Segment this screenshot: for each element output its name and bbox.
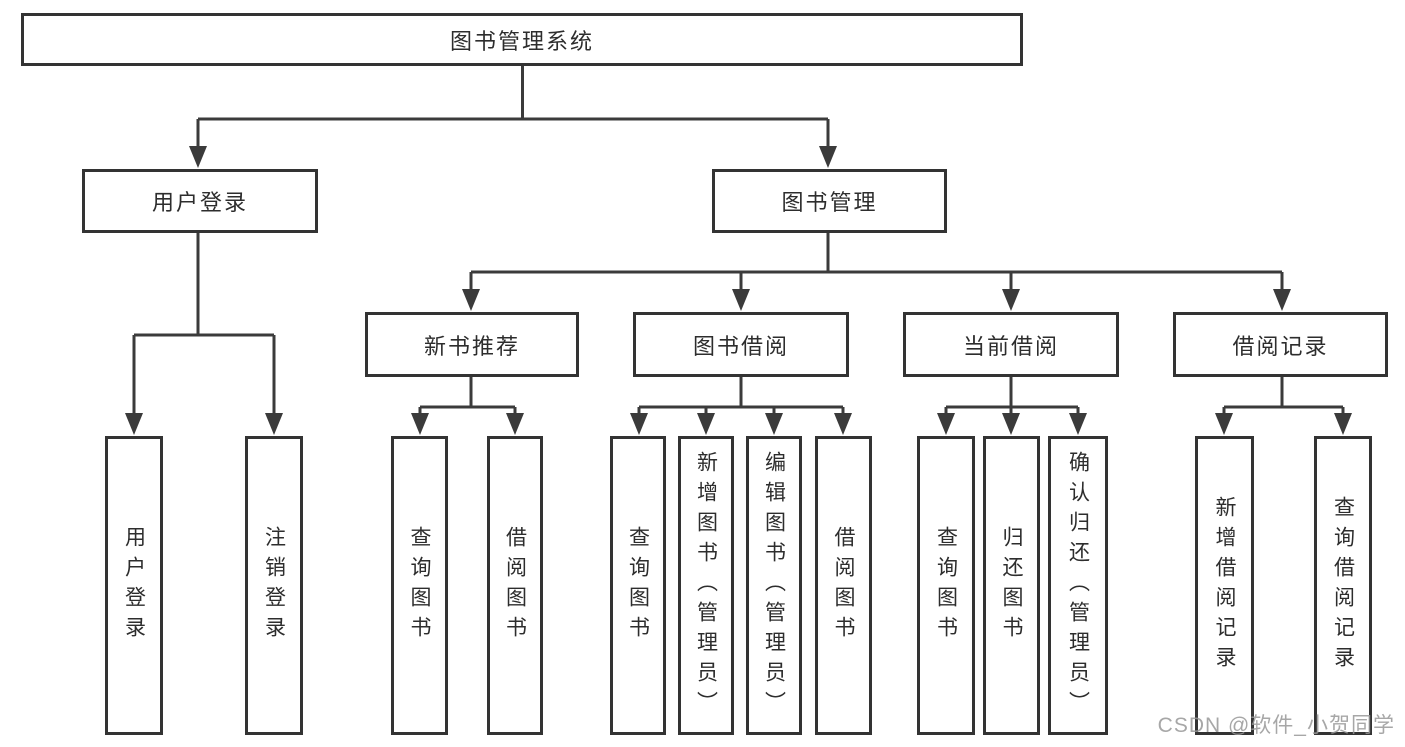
node-label: 编辑图书（管理员）: [762, 450, 786, 721]
leaf-add-borrow-record: 新增借阅记录: [1195, 436, 1254, 735]
node-label: 图书借阅: [692, 333, 789, 359]
arrow-icon: [819, 146, 837, 168]
watermark: CSDN @软件_小贺同学: [1157, 714, 1395, 737]
node-book-borrowing: 图书借阅: [633, 312, 849, 377]
node-current-borrowing: 当前借阅: [903, 312, 1119, 377]
node-label: 图书管理: [781, 190, 878, 215]
connector-book-management: [469, 233, 1284, 292]
connector-user-login: [132, 233, 276, 416]
node-label: 确认归还（管理员）: [1066, 450, 1090, 721]
node-label: 查询图书: [626, 525, 650, 646]
connector-current-borrowing: [944, 377, 1080, 416]
node-root: 图书管理系统: [21, 13, 1023, 66]
node-label: 当前借阅: [962, 333, 1059, 359]
arrow-icon: [1215, 413, 1233, 435]
arrow-icon: [765, 413, 783, 435]
node-borrowing-records: 借阅记录: [1173, 312, 1388, 377]
leaf-borrow-books-recommend: 借阅图书: [487, 436, 543, 735]
arrow-icon: [937, 413, 955, 435]
node-label: 查询图书: [408, 525, 431, 646]
arrow-icon: [125, 413, 143, 435]
arrow-icon: [1273, 289, 1291, 311]
arrow-icon: [506, 413, 524, 435]
arrow-icon: [1002, 413, 1020, 435]
connector-root: [196, 66, 830, 150]
node-label: 借阅记录: [1232, 333, 1329, 359]
node-label: 查询图书: [934, 525, 958, 646]
leaf-query-books-recommend: 查询图书: [391, 436, 448, 735]
arrow-icon: [1334, 413, 1352, 435]
leaf-query-borrow-record: 查询借阅记录: [1314, 436, 1372, 735]
node-book-management: 图书管理: [712, 169, 947, 233]
leaf-query-books-current: 查询图书: [917, 436, 975, 735]
leaf-query-books-borrowing: 查询图书: [610, 436, 666, 735]
arrow-icon: [411, 413, 429, 435]
node-user-login: 用户登录: [82, 169, 318, 233]
arrow-icon: [697, 413, 715, 435]
arrow-icon: [1002, 289, 1020, 311]
arrow-icon: [630, 413, 648, 435]
connector-book-borrowing: [637, 377, 845, 416]
node-label: 注销登录: [262, 525, 286, 646]
arrow-icon: [834, 413, 852, 435]
arrow-icon: [189, 146, 207, 168]
connector-borrowing-records: [1222, 377, 1345, 416]
node-label: 新书推荐: [423, 333, 520, 359]
node-label: 借阅图书: [832, 525, 855, 646]
node-label: 图书管理系统: [449, 28, 594, 54]
arrowheads: [125, 146, 1352, 435]
node-label: 归还图书: [1000, 525, 1023, 646]
leaf-logout: 注销登录: [245, 436, 303, 735]
arrow-icon: [462, 289, 480, 311]
leaf-return-books: 归还图书: [983, 436, 1040, 735]
node-label: 借阅图书: [503, 525, 527, 646]
node-label: 用户登录: [122, 525, 146, 646]
arrow-icon: [265, 413, 283, 435]
leaf-borrow-books-borrowing: 借阅图书: [815, 436, 872, 735]
connector-new-book: [418, 377, 517, 416]
node-new-book-recommendation: 新书推荐: [365, 312, 579, 377]
leaf-confirm-return-admin: 确认归还（管理员）: [1048, 436, 1108, 735]
leaf-add-books-admin: 新增图书（管理员）: [678, 436, 734, 735]
node-label: 新增图书（管理员）: [694, 450, 718, 721]
leaf-user-login: 用户登录: [105, 436, 163, 735]
node-label: 新增借阅记录: [1213, 495, 1236, 676]
arrow-icon: [1069, 413, 1087, 435]
arrow-icon: [732, 289, 750, 311]
node-label: 用户登录: [151, 190, 248, 215]
leaf-edit-books-admin: 编辑图书（管理员）: [746, 436, 802, 735]
node-label: 查询借阅记录: [1331, 495, 1355, 676]
